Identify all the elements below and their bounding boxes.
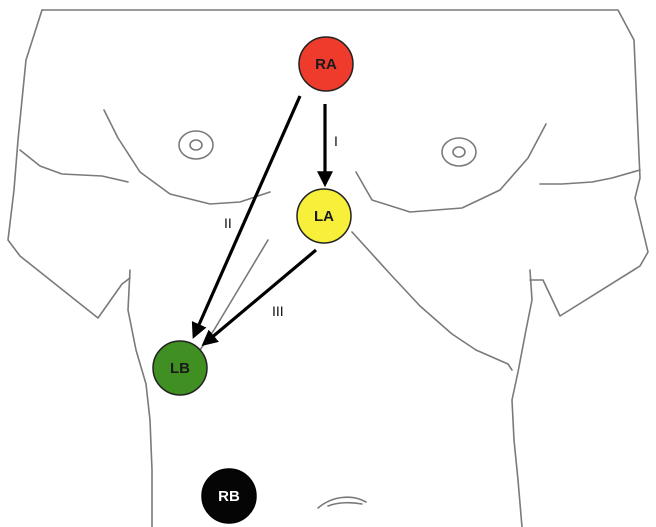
lead-ii-arrow	[194, 96, 300, 336]
left-ribcage-line	[200, 240, 268, 350]
right-arm-outline	[512, 270, 532, 527]
electrode-lb: LB	[153, 341, 207, 395]
lead-iii-label: III	[272, 303, 284, 319]
electrode-ra-label: RA	[315, 56, 337, 73]
right-armpit-line	[540, 170, 640, 184]
left-side-outline	[8, 10, 130, 318]
electrode-rb-label: RB	[218, 488, 240, 505]
left-nipple-inner	[190, 140, 202, 150]
electrode-la-label: LA	[314, 208, 334, 225]
right-nipple-inner	[453, 147, 465, 157]
left-nipple-outer	[179, 131, 213, 159]
left-armpit-line	[20, 150, 128, 182]
left-arm-outline	[128, 270, 152, 527]
electrode-ra: RA	[299, 37, 353, 91]
right-nipple-outer	[442, 138, 476, 166]
right-ribcage-line	[352, 232, 512, 370]
electrode-rb: RB	[202, 469, 256, 523]
lead-iii-arrow	[204, 250, 316, 344]
right-chest-contour	[356, 124, 546, 212]
electrode-lb-label: LB	[170, 360, 190, 377]
navel	[318, 497, 366, 508]
electrode-la: LA	[297, 189, 351, 243]
lead-ii-label: II	[224, 215, 232, 231]
lead-i-label: I	[334, 133, 338, 149]
